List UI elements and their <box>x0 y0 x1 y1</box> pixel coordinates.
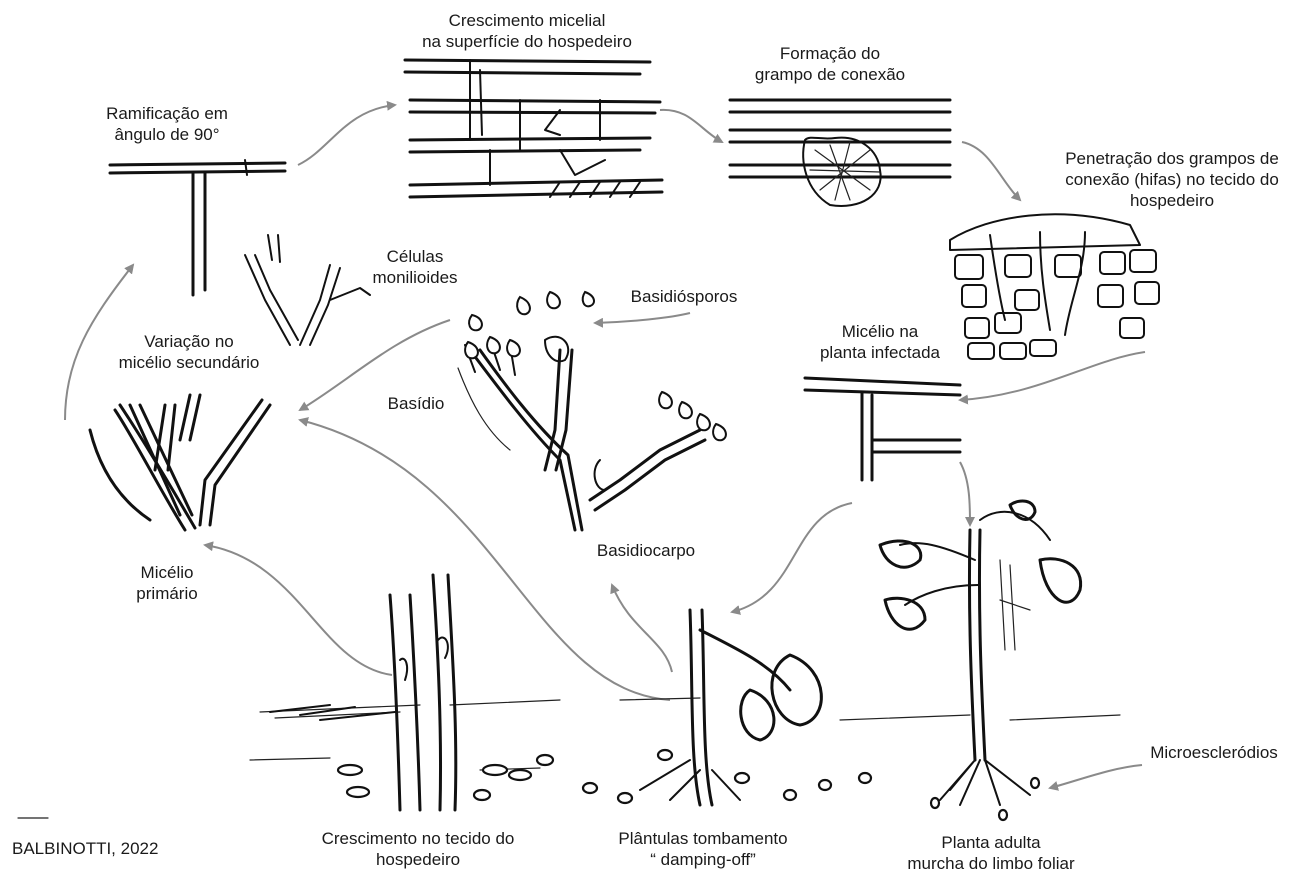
label-celulas-monilioides: Células monilioides <box>372 246 457 288</box>
penetration-tissue-drawing <box>950 214 1159 359</box>
arrow-seedling-to-basidiocarp <box>612 585 672 672</box>
label-micelio-primario: Micélio primário <box>136 562 197 604</box>
arrow-mycelium-to-adult-plant <box>960 462 970 525</box>
adult-wilted-plant-drawing <box>880 501 1081 820</box>
label-micelio-planta: Micélio na planta infectada <box>820 321 940 363</box>
label-basidiocarpo: Basidiocarpo <box>597 540 695 561</box>
surface-mycelium-drawing <box>405 60 662 197</box>
ground-soil <box>250 698 1120 770</box>
monilioid-cells-drawing <box>245 235 370 345</box>
label-planta-adulta: Planta adulta murcha do limbo foliar <box>907 832 1074 874</box>
label-basidio: Basídio <box>388 393 445 414</box>
mycelium-infected-plant-drawing <box>805 378 960 480</box>
host-tissue-stems-drawing <box>338 575 531 810</box>
label-formacao-grampo: Formação do grampo de conexão <box>755 43 905 85</box>
label-ramificacao: Ramificação em ângulo de 90° <box>106 103 228 145</box>
label-microesclerodios: Microescleródios <box>1150 742 1278 763</box>
label-penetracao: Penetração dos grampos de conexão (hifas… <box>1065 148 1279 211</box>
secondary-mycelium-drawing <box>90 395 270 530</box>
basidiocarp-drawing <box>465 337 705 530</box>
arrow-clamp-to-penetration <box>962 142 1020 200</box>
clamp-connection-drawing <box>730 100 950 206</box>
label-variacao-micelio: Variação no micélio secundário <box>119 331 260 373</box>
label-crescimento-tecido: Crescimento no tecido do hospedeiro <box>322 828 515 870</box>
arrow-to-microsclerotia <box>1050 765 1142 788</box>
label-basidiosporos: Basidiósporos <box>631 286 738 307</box>
label-crescimento-micelial: Crescimento micelial na superfície do ho… <box>422 10 632 52</box>
label-plantulas: Plântulas tombamento “ damping-off” <box>618 828 787 870</box>
credit-text: BALBINOTTI, 2022 <box>12 838 158 859</box>
arrow-to-basidiospores <box>595 313 690 323</box>
arrow-surface-to-clamp <box>660 110 722 142</box>
ramification-90-hyphae <box>110 160 285 295</box>
damping-off-seedlings-drawing <box>537 610 871 805</box>
arrow-tissue-to-primary <box>205 545 392 675</box>
arrow-ramification-to-surface <box>298 105 395 165</box>
arrow-mycelium-to-seedlings <box>732 503 852 612</box>
